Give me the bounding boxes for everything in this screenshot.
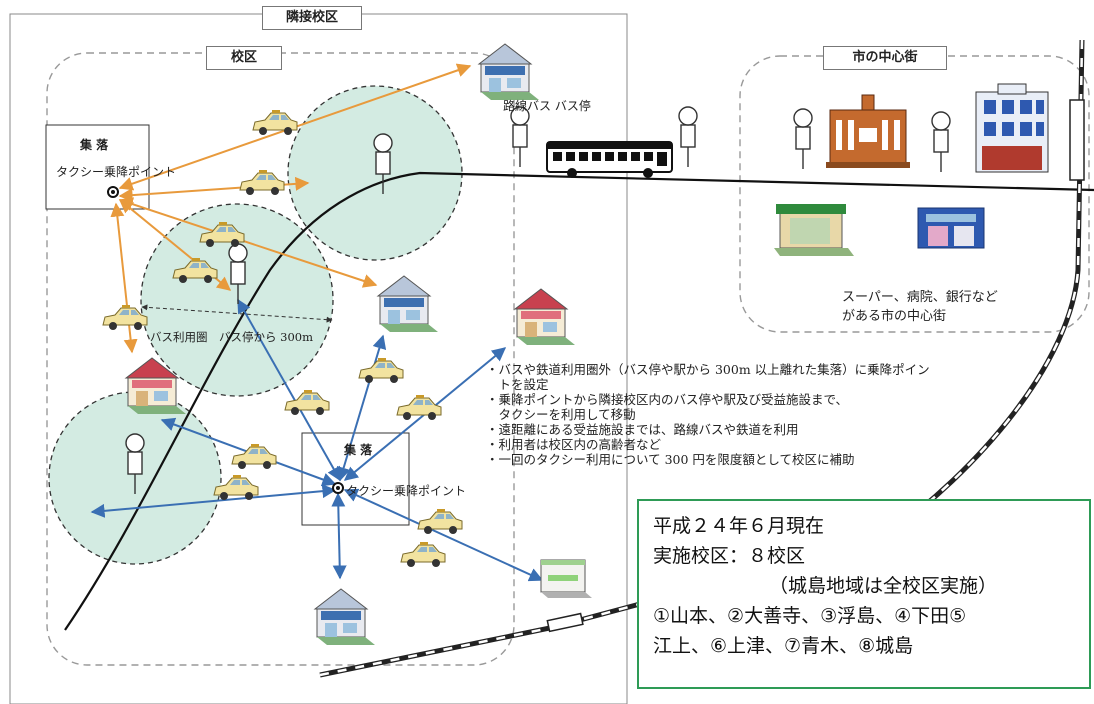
village-label: 集 落 (344, 443, 373, 457)
list-item: ・バスや鉄道利用圏外（バス停や駅から 300m 以上離れた集落）に乗降ポイン (486, 362, 930, 377)
info-district-list: 江上、⑥上津、⑦青木、⑧城島 (653, 635, 914, 657)
facility-shop-icon (478, 43, 540, 101)
city-center-label: 市の中心街 (823, 46, 947, 70)
implementation-info-box: 平成２４年６月現在 実施校区：８校区 （城島地域は全校区実施） ①山本、②大善寺… (637, 499, 1091, 689)
facility-shop-red-icon (514, 288, 576, 346)
city-info-line: スーパー、病院、銀行など (842, 290, 998, 305)
bus-stop-label: 路線バス バス停 (503, 99, 591, 113)
taxi-point-icon (107, 186, 119, 198)
bus-icon (546, 141, 673, 178)
bus-stop-person-icon (931, 111, 951, 173)
facility-shop-icon (314, 588, 376, 646)
taxi-point-label: タクシー乗降ポイント (346, 484, 467, 498)
facility-shop-icon (377, 275, 439, 333)
list-item: ・一回のタクシー利用について 300 円を限度額として校区に補助 (486, 452, 855, 467)
info-district-list: ①山本、②大善寺、③浮島、④下田⑤ (653, 605, 967, 627)
info-date: 平成２４年６月現在 (653, 515, 825, 537)
bus-zone-label: バス利用圏 バス停から 300m (150, 330, 314, 344)
distance-300m-line (141, 304, 333, 323)
village-label: 集 落 (80, 138, 109, 152)
taxi-point-label: タクシー乗降ポイント (56, 165, 177, 179)
bank-icon (917, 207, 985, 249)
station-icon (546, 612, 584, 633)
list-item: ・乗降ポイントから隣接校区内のバス停や駅及び受益施設まで、 (486, 392, 849, 407)
bus-stop-person-icon (793, 108, 813, 170)
taxi-point-icon (332, 482, 344, 494)
taxi-icon (102, 304, 148, 331)
facility-store-icon (540, 559, 592, 598)
list-item: トを設定 (486, 377, 549, 392)
bus-stop-person-icon (678, 106, 698, 168)
list-item: タクシーを利用して移動 (486, 407, 636, 422)
taxi-icon (252, 109, 298, 136)
taxi-icon (358, 357, 404, 384)
supermarket-icon (774, 204, 854, 256)
bus-stop-person-icon (510, 106, 530, 168)
city-hall-icon (826, 94, 910, 168)
list-item: ・利用者は校区内の高齢者など (486, 437, 662, 452)
office-building-icon (975, 83, 1049, 173)
scheme-description-list: ・バスや鉄道利用圏外（バス停や駅から 300m 以上離れた集落）に乗降ポイン ト… (486, 362, 1046, 467)
taxi-icon (396, 394, 442, 421)
list-item: ・遠距離にある受益施設までは、路線バスや鉄道を利用 (486, 422, 799, 437)
neighbor-district-label: 隣接校区 (262, 6, 362, 30)
info-note: （城島地域は全校区実施） (769, 575, 998, 597)
city-info-line: がある市の中心街 (842, 309, 947, 324)
taxi-icon (239, 169, 285, 196)
station-icon (1069, 99, 1085, 181)
city-center-description: スーパー、病院、銀行など がある市の中心街 (842, 288, 998, 326)
school-district-label: 校区 (206, 46, 282, 70)
info-district-count: 実施校区：８校区 (653, 545, 806, 567)
taxi-icon (400, 541, 446, 568)
taxi-icon (417, 508, 463, 535)
